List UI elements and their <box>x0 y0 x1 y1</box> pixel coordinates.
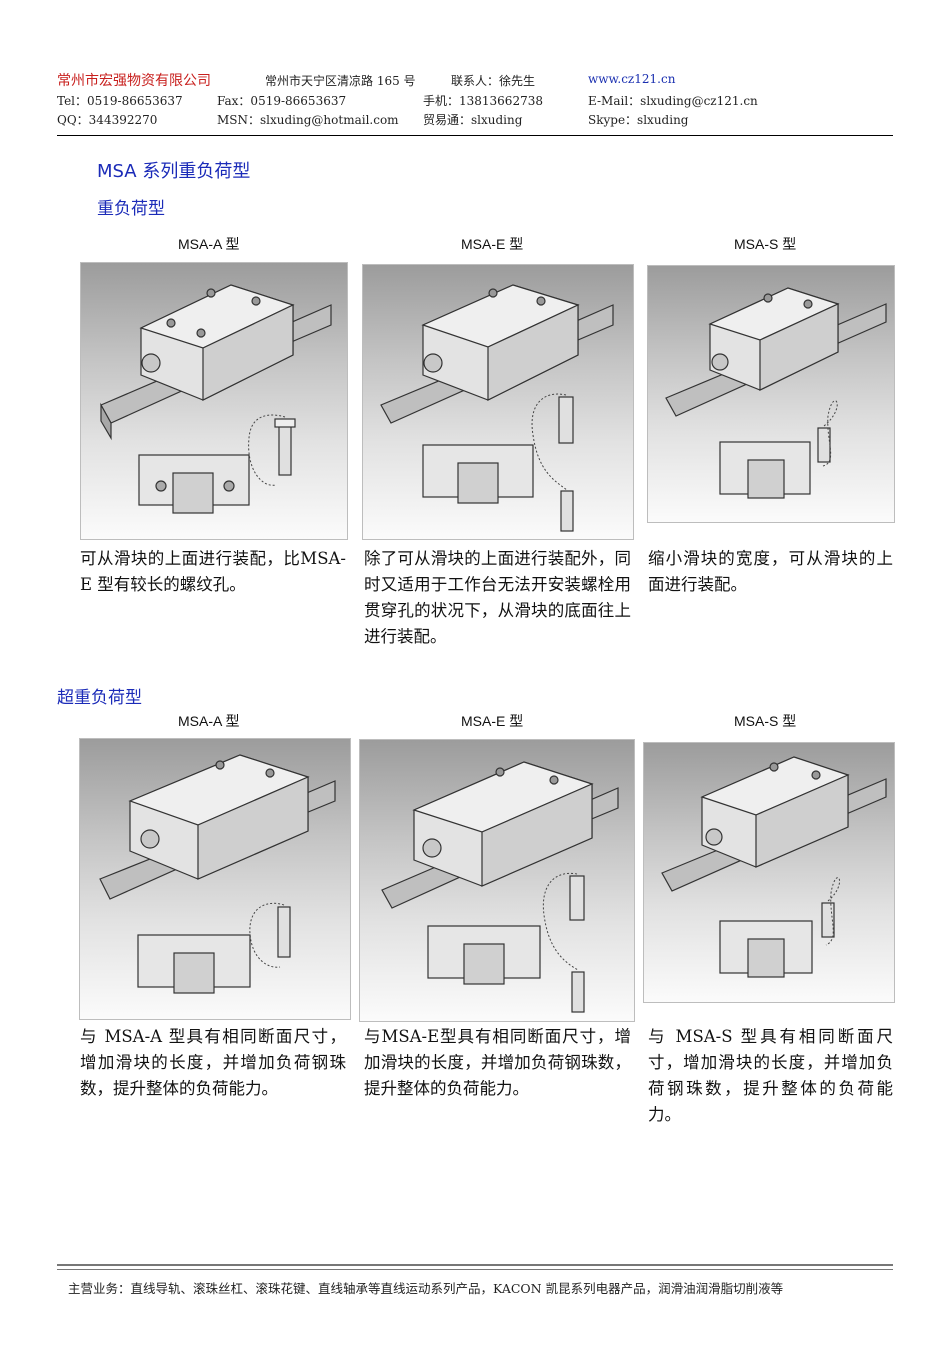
product-image-heavy-s <box>647 265 895 523</box>
description-heavy-e: 除了可从滑块的上面进行装配外，同时又适用于工作台无法开安装螺栓用贯穿孔的状况下，… <box>364 549 631 646</box>
msn-address: MSN：slxuding@hotmail.com <box>217 113 399 127</box>
section-heavy-title: 重负荷型 <box>97 199 165 219</box>
header-divider <box>57 135 893 136</box>
model-label-super-e: MSA-E 型 <box>461 713 524 729</box>
email-address: E-Mail：slxuding@cz121.cn <box>588 94 758 108</box>
description-super-s: 与 MSA-S 型具有相同断面尺寸，增加滑块的长度，并增加负荷钢珠数，提升整体的… <box>648 1027 893 1124</box>
company-address: 常州市天宁区清凉路 165 号 <box>265 74 416 88</box>
skype-id: Skype：slxuding <box>588 113 689 127</box>
model-label-heavy-e: MSA-E 型 <box>461 236 524 252</box>
mobile-number: 手机：13813662738 <box>423 94 543 108</box>
tel-number: Tel：0519-86653637 <box>57 94 183 108</box>
footer-divider-thick <box>57 1264 893 1266</box>
qq-number: QQ：344392270 <box>57 113 158 127</box>
product-image-super-e <box>359 739 635 1022</box>
model-label-super-a: MSA-A 型 <box>178 713 240 729</box>
model-label-heavy-s: MSA-S 型 <box>734 236 797 252</box>
description-super-e: 与MSA-E型具有相同断面尺寸，增加滑块的长度，并增加负荷钢珠数，提升整体的负荷… <box>364 1027 631 1098</box>
company-name: 常州市宏强物资有限公司 <box>57 73 211 89</box>
product-image-super-a <box>79 738 351 1020</box>
linear-guide-drawing <box>99 754 336 994</box>
product-image-super-s <box>643 742 895 1003</box>
linear-guide-drawing <box>380 284 614 532</box>
model-label-heavy-a: MSA-A 型 <box>178 236 240 252</box>
linear-guide-drawing <box>381 761 619 1013</box>
linear-guide-drawing <box>100 284 332 514</box>
description-super-a: 与 MSA-A 型具有相同断面尺寸，增加滑块的长度，并增加负荷钢珠数，提升整体的… <box>80 1027 346 1098</box>
contact-person: 联系人：徐先生 <box>451 74 536 88</box>
description-heavy-a: 可从滑块的上面进行装配，比MSA-E 型有较长的螺纹孔。 <box>80 549 346 594</box>
product-image-heavy-e <box>362 264 634 540</box>
product-image-heavy-a <box>80 262 348 540</box>
linear-guide-drawing <box>665 287 887 499</box>
trade-id: 贸易通：slxuding <box>423 113 523 127</box>
model-label-super-s: MSA-S 型 <box>734 713 797 729</box>
fax-number: Fax：0519-86653637 <box>217 94 347 108</box>
footer-business-scope: 主营业务：直线导轨、滚珠丝杠、滚珠花键、直线轴承等直线运动系列产品，KACON … <box>68 1281 784 1296</box>
series-title: MSA 系列重负荷型 <box>97 161 251 182</box>
description-heavy-s: 缩小滑块的宽度，可从滑块的上面进行装配。 <box>648 549 893 594</box>
website-link[interactable]: www.cz121.cn <box>588 72 676 86</box>
footer-divider-thin <box>57 1269 893 1270</box>
section-super-heavy-title: 超重负荷型 <box>57 688 142 708</box>
linear-guide-drawing <box>661 756 887 978</box>
